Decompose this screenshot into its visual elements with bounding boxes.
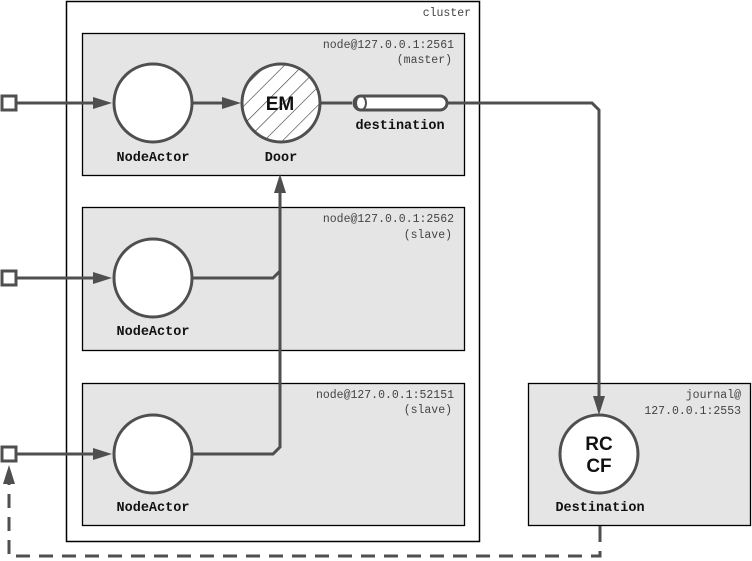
arrowhead-node-actor-1 bbox=[93, 97, 112, 109]
node-slave-1-role: (slave) bbox=[404, 229, 452, 242]
node-master-address: node@127.0.0.1:2561 bbox=[323, 39, 454, 52]
door-circle[interactable] bbox=[240, 62, 322, 144]
door-inner-label: EM bbox=[266, 94, 295, 115]
node-slave-1-address: node@127.0.0.1:2562 bbox=[323, 213, 454, 226]
node-master-role: (master) bbox=[397, 54, 452, 67]
arrowhead-destination bbox=[593, 396, 605, 415]
node-actor-3-circle[interactable] bbox=[112, 413, 194, 495]
node-actor-3-label: NodeActor bbox=[117, 501, 190, 516]
cluster-label: cluster bbox=[423, 7, 471, 20]
external-input-port-1[interactable] bbox=[0, 94, 18, 112]
destination-inner-label-line2: CF bbox=[586, 456, 611, 477]
journal-label: journal@ bbox=[686, 389, 741, 402]
destination-circle[interactable] bbox=[558, 413, 640, 495]
arrowhead-door-left bbox=[222, 97, 241, 109]
node-slave-2-address: node@127.0.0.1:52151 bbox=[316, 389, 454, 402]
node-actor-1-circle[interactable] bbox=[112, 62, 194, 144]
node-actor-2-circle[interactable] bbox=[112, 237, 194, 319]
edge-destination-to-input-3-dashed bbox=[7, 482, 602, 558]
edge-node-actor-3-to-door bbox=[193, 190, 282, 456]
journal-address: 127.0.0.1:2553 bbox=[644, 405, 741, 418]
external-input-port-3[interactable] bbox=[0, 445, 18, 463]
external-input-port-2[interactable] bbox=[0, 269, 18, 287]
edge-channel-to-destination bbox=[447, 101, 601, 398]
destination-channel-label: destination bbox=[355, 119, 444, 134]
arrowhead-node-actor-2 bbox=[93, 272, 112, 284]
destination-label: Destination bbox=[555, 501, 644, 516]
destination-channel[interactable] bbox=[352, 94, 449, 112]
node-actor-1-label: NodeActor bbox=[117, 151, 190, 166]
node-actor-2-label: NodeActor bbox=[117, 325, 190, 340]
arrowhead-node-actor-3 bbox=[93, 448, 112, 460]
node-slave-2-role: (slave) bbox=[404, 404, 452, 417]
arrowhead-input-3-dashed bbox=[3, 465, 15, 484]
destination-inner-label-line1: RC bbox=[585, 434, 613, 455]
edge-node-actor-2-to-door bbox=[193, 269, 282, 280]
door-label: Door bbox=[265, 151, 297, 166]
arrowhead-door-bottom bbox=[274, 174, 286, 193]
